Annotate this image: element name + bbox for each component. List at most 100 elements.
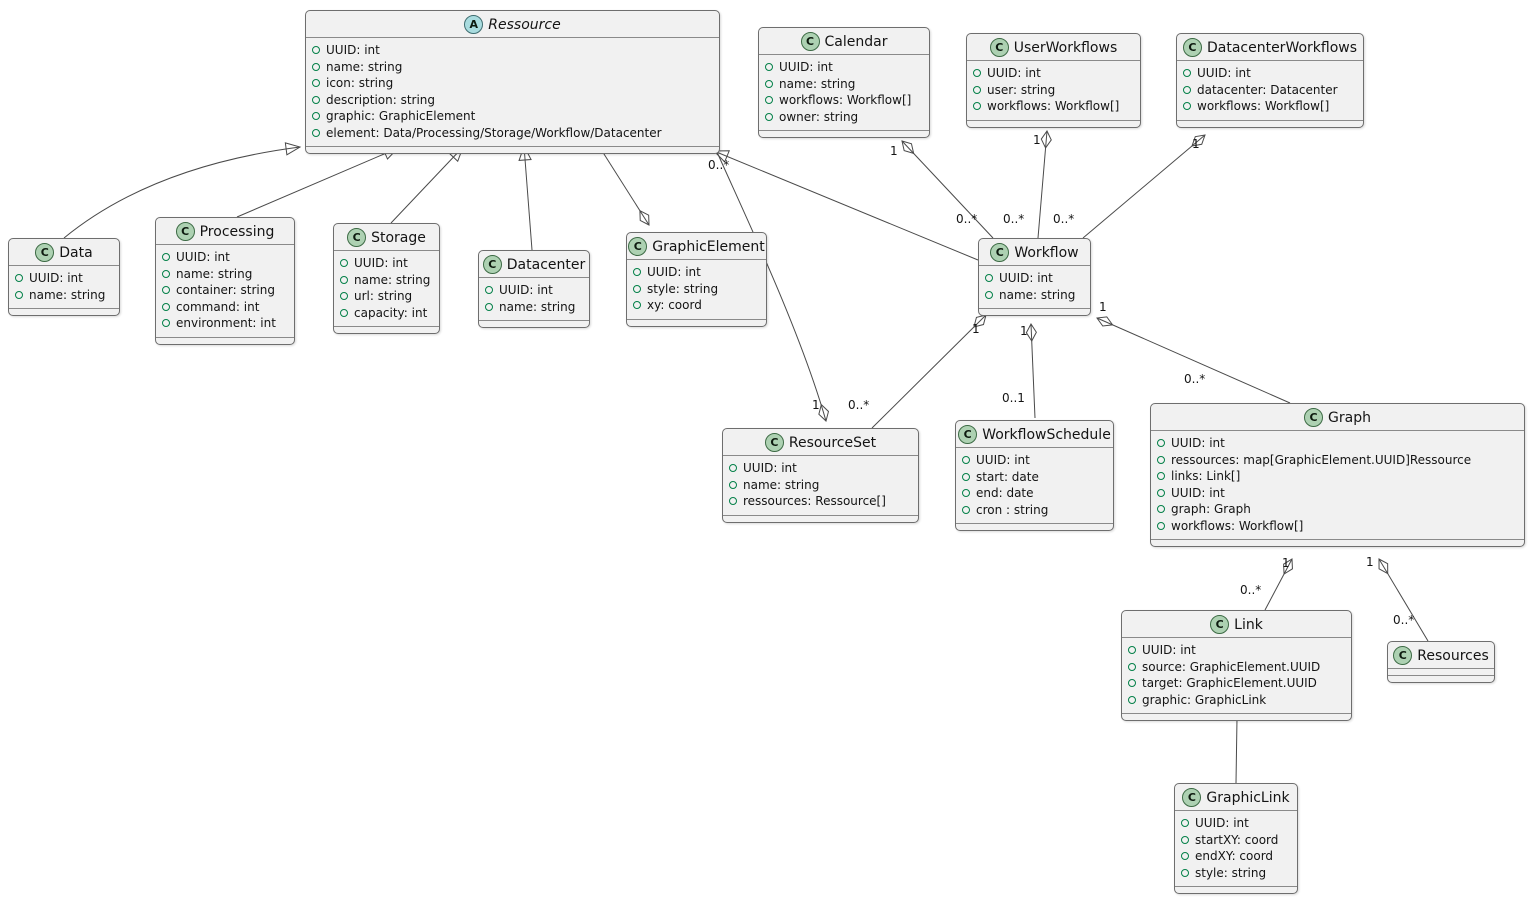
attributes-compartment: UUID: int name: string workflows: Workfl… [759, 55, 929, 130]
edge-calendar-workflow [901, 140, 994, 239]
methods-compartment [956, 523, 1113, 530]
attribute: name: string [176, 266, 253, 281]
field-icon [985, 290, 993, 299]
class-box-storage: C Storage UUID: int name: string url: st… [333, 223, 440, 334]
multiplicity-label: 1 [1192, 137, 1200, 151]
field-icon [1157, 488, 1165, 497]
attribute: datacenter: Datacenter [1197, 82, 1338, 97]
class-header: C DatacenterWorkflows [1177, 34, 1363, 61]
field-icon [765, 63, 773, 72]
field-icon [962, 472, 970, 481]
methods-compartment [1175, 886, 1297, 893]
multiplicity-label: 0..* [1003, 212, 1025, 226]
class-header: C WorkflowSchedule [956, 421, 1113, 448]
field-icon [312, 46, 320, 55]
attribute: UUID: int [354, 256, 408, 270]
field-icon [162, 286, 170, 295]
class-title: Storage [371, 229, 426, 246]
multiplicity-label: 1 [1033, 133, 1041, 147]
attribute: UUID: int [999, 271, 1053, 285]
class-box-workflowschedule: C WorkflowSchedule UUID: int start: date… [955, 420, 1114, 531]
attributes-compartment: UUID: int style: string xy: coord [627, 260, 766, 319]
multiplicity-label: 0..* [956, 212, 978, 226]
attribute: container: string [176, 283, 275, 297]
attribute: graphic: GraphicElement [326, 109, 476, 123]
attribute: UUID: int [1195, 816, 1249, 830]
attribute: workflows: Workflow[] [779, 93, 912, 107]
field-icon [15, 290, 23, 299]
multiplicity-label: 1 [1020, 324, 1028, 338]
methods-compartment [967, 119, 1140, 127]
attribute: capacity: int [354, 305, 428, 320]
attribute: start: date [976, 469, 1039, 484]
field-icon [15, 274, 23, 283]
attribute: style: string [647, 281, 719, 296]
methods-compartment [334, 326, 439, 333]
class-icon: C [1182, 38, 1202, 57]
attribute: startXY: coord [1195, 832, 1279, 847]
field-icon [962, 456, 970, 465]
class-box-userworkflows: C UserWorkflows UUID: int user: string w… [966, 33, 1141, 128]
class-title: Datacenter [506, 256, 586, 273]
attribute: UUID: int [779, 60, 833, 74]
field-icon [1157, 439, 1165, 448]
attribute: UUID: int [499, 283, 553, 297]
edge-graph-resources [1378, 558, 1429, 642]
attribute: UUID: int [1142, 643, 1196, 657]
attribute: url: string [354, 289, 413, 303]
field-icon [312, 128, 320, 137]
attribute: user: string [987, 82, 1056, 97]
class-box-graphiclink: C GraphicLink UUID: int startXY: coord e… [1174, 783, 1298, 894]
class-header: C Data [9, 239, 119, 266]
multiplicity-label: 1 [890, 144, 898, 158]
edge-link-graphiclink [1235, 717, 1238, 784]
attribute: ressources: map[GraphicElement.UUID]Ress… [1171, 452, 1472, 467]
attribute: UUID: int [647, 265, 701, 279]
field-icon [765, 112, 773, 121]
attribute: UUID: int [976, 453, 1030, 467]
field-icon [485, 286, 493, 295]
field-icon [729, 497, 737, 506]
methods-compartment [1388, 675, 1494, 682]
field-icon [962, 489, 970, 498]
field-icon [1157, 521, 1165, 530]
field-icon [633, 301, 641, 310]
class-title: WorkflowSchedule [982, 426, 1111, 443]
attribute: ressources: Ressource[] [743, 494, 886, 508]
edge-userworkflows-workflow [1037, 130, 1052, 239]
class-header: C GraphicElement [627, 233, 766, 260]
field-icon [312, 112, 320, 121]
attribute: UUID: int [1197, 66, 1251, 80]
attribute: cron : string [976, 502, 1049, 517]
attribute: name: string [499, 299, 576, 314]
methods-compartment [1177, 119, 1363, 127]
multiplicity-label: 1 [972, 322, 980, 336]
field-icon [1128, 695, 1136, 704]
attribute: UUID: int [1171, 436, 1225, 450]
class-header: C Processing [156, 218, 294, 245]
methods-compartment [979, 308, 1090, 315]
multiplicity-label: 0..* [1184, 372, 1206, 386]
attribute: UUID: int [176, 250, 230, 264]
field-icon [162, 302, 170, 311]
edge-workflow-inherits-ressource [712, 150, 979, 261]
class-header: A Ressource [306, 11, 719, 38]
attribute: description: string [326, 92, 436, 107]
class-box-resources: C Resources [1387, 641, 1495, 683]
attributes-compartment: UUID: int name: string [979, 266, 1090, 308]
field-icon [765, 96, 773, 105]
field-icon [1157, 455, 1165, 464]
field-icon [162, 253, 170, 262]
class-box-link: C Link UUID: int source: GraphicElement.… [1121, 610, 1352, 721]
class-header: C Resources [1388, 642, 1494, 669]
edge-datacenter-inherits-ressource [518, 144, 533, 251]
attribute: graphic: GraphicLink [1142, 692, 1267, 707]
methods-compartment [723, 514, 918, 522]
attribute: end: date [976, 486, 1034, 500]
attribute: name: string [779, 76, 856, 91]
class-title: ResourceSet [788, 434, 877, 451]
field-icon [633, 284, 641, 293]
field-icon [1128, 646, 1136, 655]
class-title: UserWorkflows [1013, 39, 1118, 56]
